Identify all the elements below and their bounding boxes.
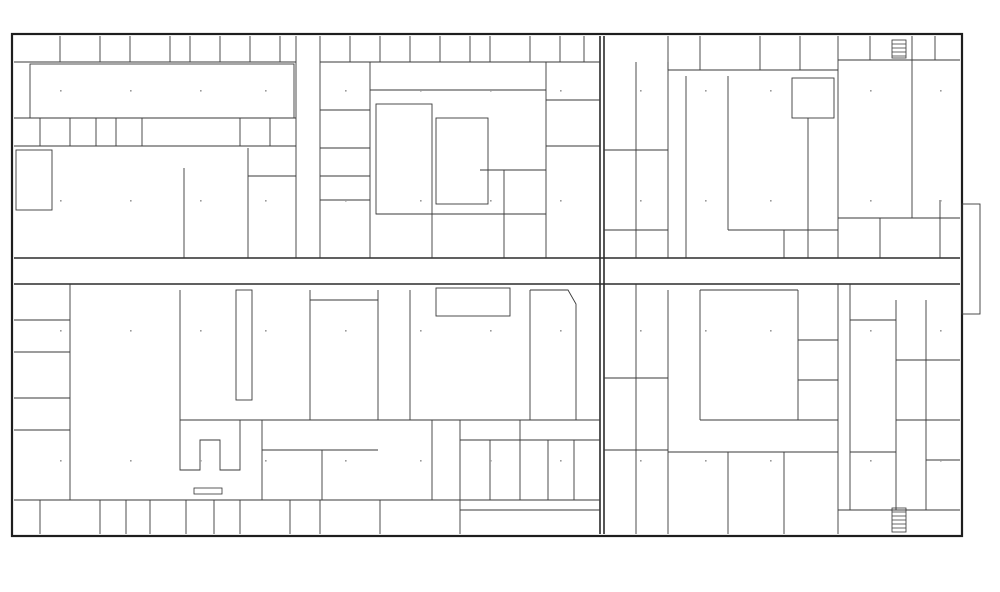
column-marker xyxy=(490,460,492,462)
column-marker xyxy=(640,460,642,462)
vertical-corridor xyxy=(599,36,605,534)
column-marker xyxy=(705,460,707,462)
column-marker xyxy=(420,330,422,332)
lower-middle-block xyxy=(378,287,600,534)
column-marker xyxy=(870,90,872,92)
column-marker xyxy=(560,200,562,202)
column-marker xyxy=(770,90,772,92)
column-marker xyxy=(770,330,772,332)
lower-left-block xyxy=(14,284,600,501)
column-marker xyxy=(130,90,132,92)
column-marker xyxy=(640,330,642,332)
column-marker xyxy=(60,200,62,202)
column-marker xyxy=(60,330,62,332)
lower-right-block xyxy=(604,284,960,534)
column-marker xyxy=(345,200,347,202)
column-marker xyxy=(200,200,202,202)
column-marker xyxy=(770,200,772,202)
column-marker xyxy=(705,200,707,202)
building-outline xyxy=(10,32,964,538)
column-marker xyxy=(560,460,562,462)
column-marker xyxy=(60,90,62,92)
column-marker xyxy=(130,330,132,332)
stair-hatch-icon xyxy=(891,39,907,533)
column-marker xyxy=(200,330,202,332)
label-plate xyxy=(193,487,223,495)
top-room-strip xyxy=(14,36,960,258)
column-marker xyxy=(345,90,347,92)
column-marker xyxy=(870,200,872,202)
column-marker xyxy=(490,90,492,92)
column-marker xyxy=(200,460,202,462)
column-marker xyxy=(265,330,267,332)
column-marker xyxy=(200,90,202,92)
column-marker xyxy=(705,330,707,332)
column-marker xyxy=(130,460,132,462)
column-marker xyxy=(560,90,562,92)
column-marker xyxy=(265,200,267,202)
column-marker xyxy=(420,200,422,202)
column-marker xyxy=(60,460,62,462)
column-grid xyxy=(60,90,942,462)
upper-right-block xyxy=(604,60,981,315)
column-marker xyxy=(345,330,347,332)
central-corridor xyxy=(14,257,960,285)
column-marker xyxy=(640,90,642,92)
column-marker xyxy=(345,460,347,462)
column-marker xyxy=(940,460,942,462)
column-marker xyxy=(940,330,942,332)
bottom-room-strip xyxy=(39,500,321,534)
column-marker xyxy=(490,330,492,332)
column-marker xyxy=(420,90,422,92)
column-marker xyxy=(940,200,942,202)
column-marker xyxy=(560,330,562,332)
upper-middle-block xyxy=(319,62,600,258)
column-marker xyxy=(870,330,872,332)
column-marker xyxy=(640,200,642,202)
column-marker xyxy=(130,200,132,202)
column-marker xyxy=(265,460,267,462)
column-marker xyxy=(940,90,942,92)
upper-left-hall xyxy=(14,36,297,258)
column-marker xyxy=(420,460,422,462)
column-marker xyxy=(705,90,707,92)
column-marker xyxy=(265,90,267,92)
column-marker xyxy=(770,460,772,462)
column-marker xyxy=(490,200,492,202)
column-marker xyxy=(870,460,872,462)
